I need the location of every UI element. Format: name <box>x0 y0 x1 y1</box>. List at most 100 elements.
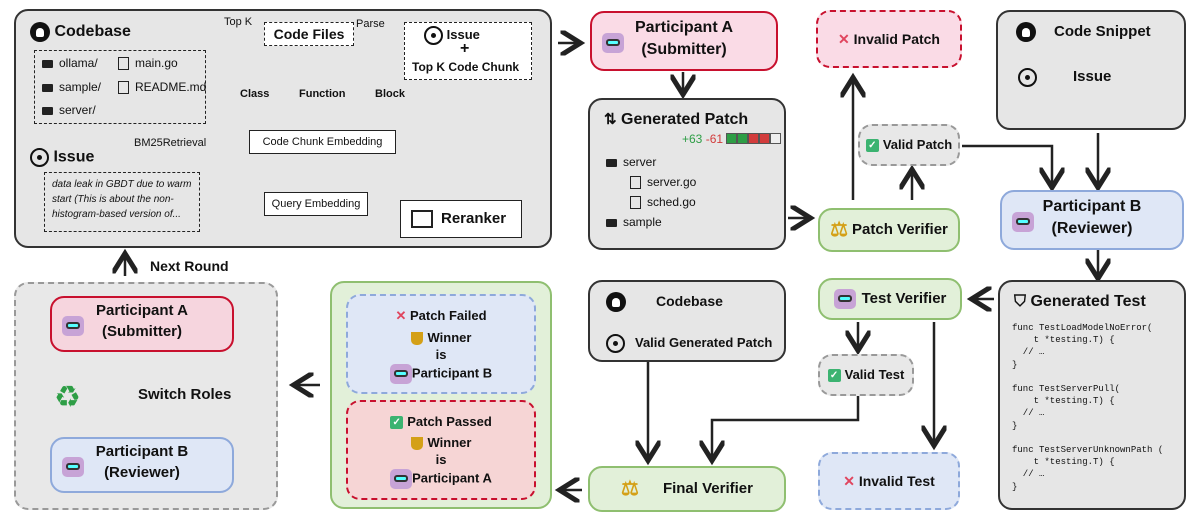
valid-generated-patch-text: Valid Generated Patch <box>635 334 773 350</box>
test-code-line <box>1012 432 1163 444</box>
tree-file: sched.go <box>630 195 696 210</box>
issue-text-line: start (This is about the non- <box>52 194 174 205</box>
file-icon <box>630 176 641 190</box>
participant-b-role: (Reviewer) <box>1051 220 1133 237</box>
winner-label: Winner <box>427 435 472 451</box>
participant-a-name: Participant A <box>634 19 734 36</box>
query-embedding-box: Query Embedding <box>264 192 368 216</box>
is-label: is <box>435 452 447 468</box>
winner-line: Winner <box>348 330 534 346</box>
tree-name: server <box>623 155 657 169</box>
folder-icon <box>42 59 53 68</box>
tree-name: server.go <box>647 175 697 189</box>
generated-patch-panel <box>588 98 786 250</box>
folder-item: sample/ <box>42 80 101 94</box>
parse-label: Parse <box>356 18 385 30</box>
file-item: README.md <box>118 80 207 95</box>
plus-sign: + <box>460 40 470 57</box>
test-code-line: func TestLoadModelNoError( <box>1012 323 1153 333</box>
patch-failed-label: Patch Failed <box>409 308 487 323</box>
test-verifier-box: Test Verifier <box>818 278 962 320</box>
added-count: +63 <box>682 132 703 146</box>
patch-failed-line: ✕ Patch Failed <box>348 308 534 324</box>
invalid-patch-label: Invalid Patch <box>853 31 940 47</box>
participant-a-card: Participant A (Submitter) <box>590 11 778 71</box>
issue-icon <box>30 148 49 167</box>
patch-passed-line: ✓Patch Passed <box>348 414 534 430</box>
generated-test-title: ⛉ Generated Test <box>1014 293 1146 311</box>
invalid-test-label: Invalid Test <box>858 473 935 489</box>
check-icon: ✓ <box>865 139 879 153</box>
file-name: main.go <box>135 56 178 70</box>
next-round-label: Next Round <box>150 258 229 274</box>
valid-test-label: Valid Test <box>844 367 905 382</box>
test-code-line <box>1012 371 1163 383</box>
chunk-type-block: Block <box>375 88 405 100</box>
patch-verifier-box: ⚖Patch Verifier <box>818 208 960 252</box>
codebase-title-text: Codebase <box>54 23 131 41</box>
participant-a-card-small: Participant A (Submitter) <box>50 296 234 352</box>
tree-file: server.go <box>630 175 697 190</box>
final-verifier-label: Final Verifier <box>662 480 753 497</box>
code-snippet-text: Code Snippet <box>1054 22 1151 40</box>
robot-icon <box>390 469 413 490</box>
test-verifier-label: Test Verifier <box>861 290 947 307</box>
invalid-patch-box: ✕ Invalid Patch <box>816 10 962 68</box>
test-code-line: // … <box>1012 347 1045 358</box>
robot-icon <box>389 364 412 385</box>
check-icon: ✓ <box>390 416 404 430</box>
issue-icon <box>424 26 443 45</box>
robot-icon <box>62 316 84 336</box>
issue-icon <box>1018 68 1037 87</box>
folder-name: server/ <box>59 103 96 117</box>
participant-a-name: Participant A <box>96 302 188 319</box>
test-code-line: // … <box>1012 408 1045 419</box>
trophy-icon <box>410 437 423 451</box>
winner-name-line: Participant A <box>348 469 534 490</box>
code-snippet-label: Code Snippet <box>1016 22 1151 42</box>
valid-test-box: ✓Valid Test <box>818 354 914 396</box>
robot-icon <box>602 33 624 53</box>
winner-name-line: Participant B <box>348 364 534 385</box>
file-name: README.md <box>135 80 207 94</box>
participant-b-card-small: Participant B (Reviewer) <box>50 437 234 493</box>
scale-icon: ⚖ <box>830 219 849 242</box>
tree-name: sample <box>623 215 662 229</box>
file-icon <box>118 57 129 71</box>
test-code-line: t *testing.T) { <box>1012 396 1115 407</box>
shield-icon: ⛉ <box>1014 293 1027 310</box>
issue-label-text: Issue <box>1073 68 1112 86</box>
check-icon: ✓ <box>827 369 841 383</box>
winner-label: Winner <box>427 330 472 345</box>
github-icon <box>606 292 626 312</box>
removed-count: -61 <box>705 132 724 146</box>
codebase2-label: Codebase <box>606 292 723 312</box>
winner-name: Participant A <box>412 470 492 486</box>
switch-roles-label: Switch Roles <box>138 386 232 403</box>
github-icon <box>1016 22 1036 42</box>
issue-label: Issue <box>1018 68 1111 87</box>
cross-icon: ✕ <box>395 308 407 323</box>
reranker-icon <box>411 210 433 229</box>
issue-plus-label: Issue <box>424 26 480 45</box>
invalid-test-box: ✕ Invalid Test <box>818 452 960 510</box>
trophy-icon <box>410 332 423 346</box>
issue-title: Issue <box>30 148 94 167</box>
test-code-line: t *testing.T) { <box>1012 457 1115 468</box>
issue-title-text: Issue <box>53 148 95 166</box>
cross-icon: ✕ <box>843 473 855 489</box>
issue-icon <box>606 334 625 353</box>
robot-icon <box>1012 212 1034 232</box>
reranker-label: Reranker <box>441 210 507 227</box>
diff-stats: +63 -61 <box>682 132 782 147</box>
robot-icon <box>62 457 84 477</box>
test-code-line: // … <box>1012 469 1045 480</box>
chunk-type-class: Class <box>240 88 270 100</box>
pull-request-icon: ⇅ <box>604 111 617 128</box>
file-icon <box>118 81 129 95</box>
issue-plus-text: Issue <box>446 26 480 42</box>
valid-generated-patch-label: Valid Generated Patch <box>606 334 772 353</box>
folder-name: ollama/ <box>59 56 98 70</box>
participant-b-name: Participant B <box>1042 198 1142 215</box>
test-code-line: } <box>1012 359 1018 370</box>
